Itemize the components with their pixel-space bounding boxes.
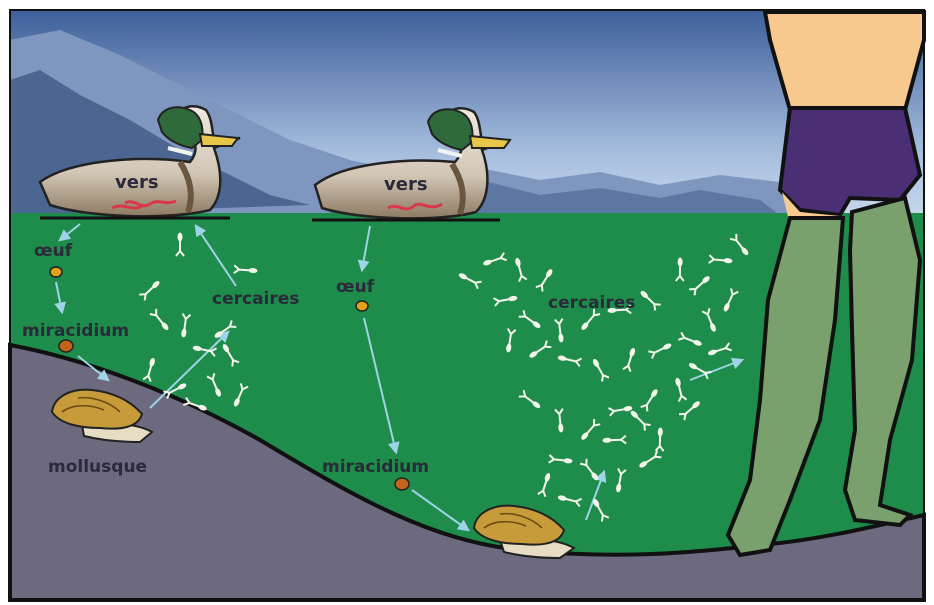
label-mollusque: mollusque (48, 457, 147, 477)
egg-icon (356, 301, 368, 311)
label-vers: vers (115, 172, 159, 193)
miracidium-icon (395, 478, 409, 490)
label-miracidium: miracidium (322, 457, 429, 477)
miracidium-icon (59, 340, 73, 352)
human-torso (765, 12, 924, 110)
egg-icon (50, 267, 62, 277)
label-cercaires: cercaires (212, 289, 299, 309)
label-vers: vers (384, 174, 428, 195)
label-cercaires: cercaires (548, 293, 635, 313)
label-egg: œuf (336, 277, 375, 297)
worm (112, 206, 142, 208)
label-miracidium: miracidium (22, 321, 129, 341)
label-egg: œuf (34, 241, 73, 261)
